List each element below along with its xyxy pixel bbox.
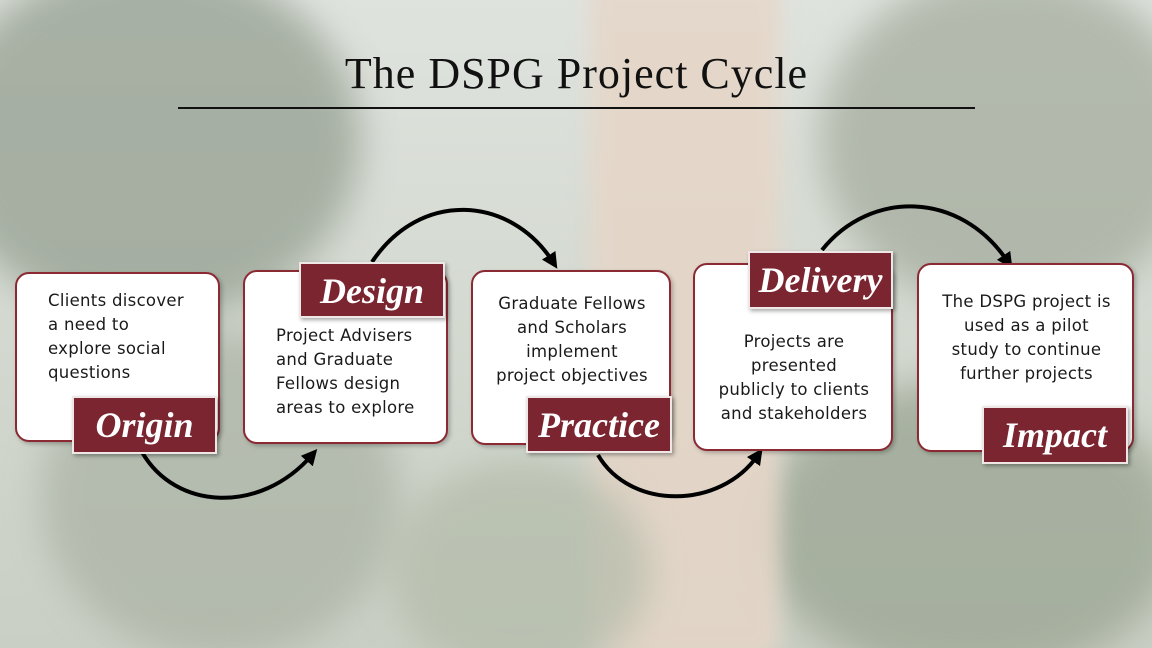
delivery-label: Delivery [748, 251, 893, 309]
arrow-practice-to-delivery [596, 448, 763, 499]
arrow-origin-to-design [140, 448, 318, 500]
practice-label: Practice [526, 396, 672, 453]
design-label: Design [299, 262, 445, 318]
title-underline [178, 107, 975, 109]
origin-label: Origin [72, 396, 217, 454]
arrow-design-to-practice [370, 207, 558, 269]
impact-label: Impact [982, 406, 1128, 464]
page-title: The DSPG Project Cycle [344, 49, 809, 98]
arrow-delivery-to-impact [820, 204, 1013, 269]
